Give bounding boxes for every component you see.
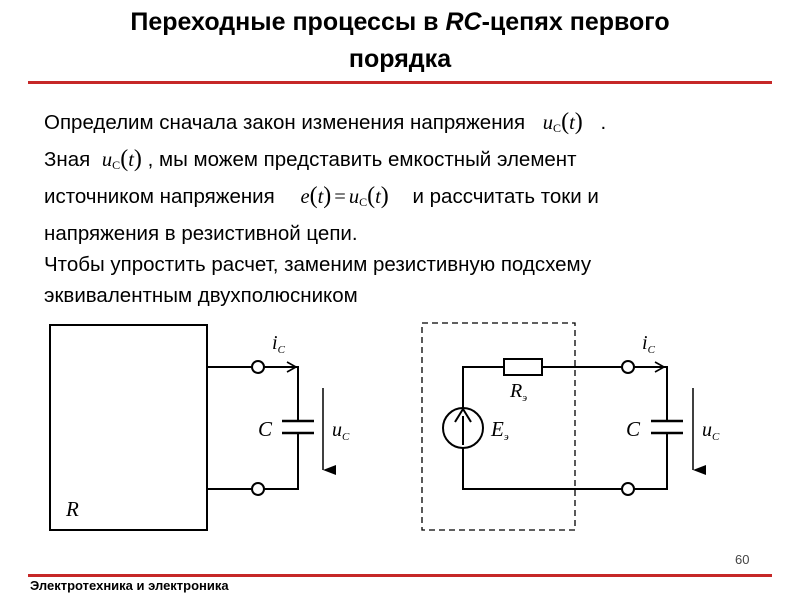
formula-c-sub: C — [112, 158, 121, 172]
text-p2: Зная — [44, 148, 91, 171]
body-text: Определим сначала закон изменения напряж… — [44, 107, 784, 311]
wire — [462, 448, 622, 490]
resistive-box — [49, 324, 208, 531]
capacitor-label: C — [258, 417, 273, 441]
line-6: эквивалентным двухполюсником — [44, 284, 358, 307]
formula-t: t — [375, 186, 381, 208]
formula-e: e — [300, 186, 310, 208]
wire — [264, 433, 299, 490]
wire — [264, 366, 299, 421]
wire — [462, 366, 504, 408]
resistor — [503, 358, 543, 376]
formula-uc-t-1: uC(t) — [542, 109, 583, 135]
terminal — [621, 360, 635, 374]
title-text-post: -цепях первого — [481, 8, 670, 36]
text-p4: источником напряжения — [44, 185, 275, 208]
terminal — [621, 482, 635, 496]
text-p5: и рассчитать токи и — [412, 185, 599, 208]
voltage-label: uC — [702, 419, 720, 443]
formula-t: t — [569, 112, 575, 134]
formula-u: u — [348, 186, 360, 208]
formula-t: t — [128, 149, 134, 171]
footer-divider — [28, 574, 772, 577]
line-1: Определим сначала закон изменения напряж… — [44, 107, 784, 144]
title-line-1: Переходные процессы в RC-цепях первого — [0, 4, 800, 41]
formula-c-sub: C — [359, 195, 368, 209]
text-p3: , мы можем представить емкостный элемент — [147, 148, 577, 171]
line-5: Чтобы упростить расчет, заменим резистив… — [44, 253, 592, 276]
text-p1-end: . — [600, 111, 607, 134]
title-text-pre: Переходные процессы в — [130, 8, 446, 36]
resistive-box-label: R — [65, 497, 79, 521]
wire — [634, 366, 668, 421]
voltage-label: uC — [332, 419, 350, 443]
capacitor-label: C — [626, 417, 641, 441]
title-divider — [28, 81, 772, 84]
line-2: Зная uC(t) , мы можем представить емкост… — [44, 144, 784, 181]
page-number: 60 — [735, 552, 750, 567]
right-circuit: Rэ Eэ iC C uC — [421, 322, 720, 531]
slide-title: Переходные процессы в RC-цепях первого п… — [0, 4, 800, 78]
formula-t: t — [317, 186, 324, 208]
current-label: iC — [272, 332, 286, 356]
formula-e-equals-uc: e(t)=uC(t) — [300, 183, 389, 209]
line-3: источником напряжения e(t)=uC(t) и рассч… — [44, 181, 784, 218]
formula-u: u — [542, 112, 554, 134]
title-line-2: порядка — [348, 45, 452, 73]
left-circuit: R iC C uC — [49, 324, 350, 531]
current-label: iC — [642, 332, 656, 356]
terminal — [251, 360, 265, 374]
wire — [634, 433, 668, 490]
formula-u: u — [101, 149, 113, 171]
resistor-label: Rэ — [509, 380, 527, 404]
source-arrow-icon — [454, 407, 472, 423]
formula-uc-t-2: uC(t) — [101, 146, 142, 172]
terminal — [251, 482, 265, 496]
formula-equals: = — [334, 186, 346, 208]
text-p1: Определим сначала закон изменения напряж… — [44, 111, 526, 134]
footer-course-title: Электротехника и электроника — [30, 578, 229, 593]
formula-c-sub: C — [553, 121, 562, 135]
title-text-rc: RC — [445, 8, 482, 36]
source-label: Eэ — [490, 417, 509, 443]
line-4: напряжения в резистивной цепи. — [44, 222, 358, 245]
